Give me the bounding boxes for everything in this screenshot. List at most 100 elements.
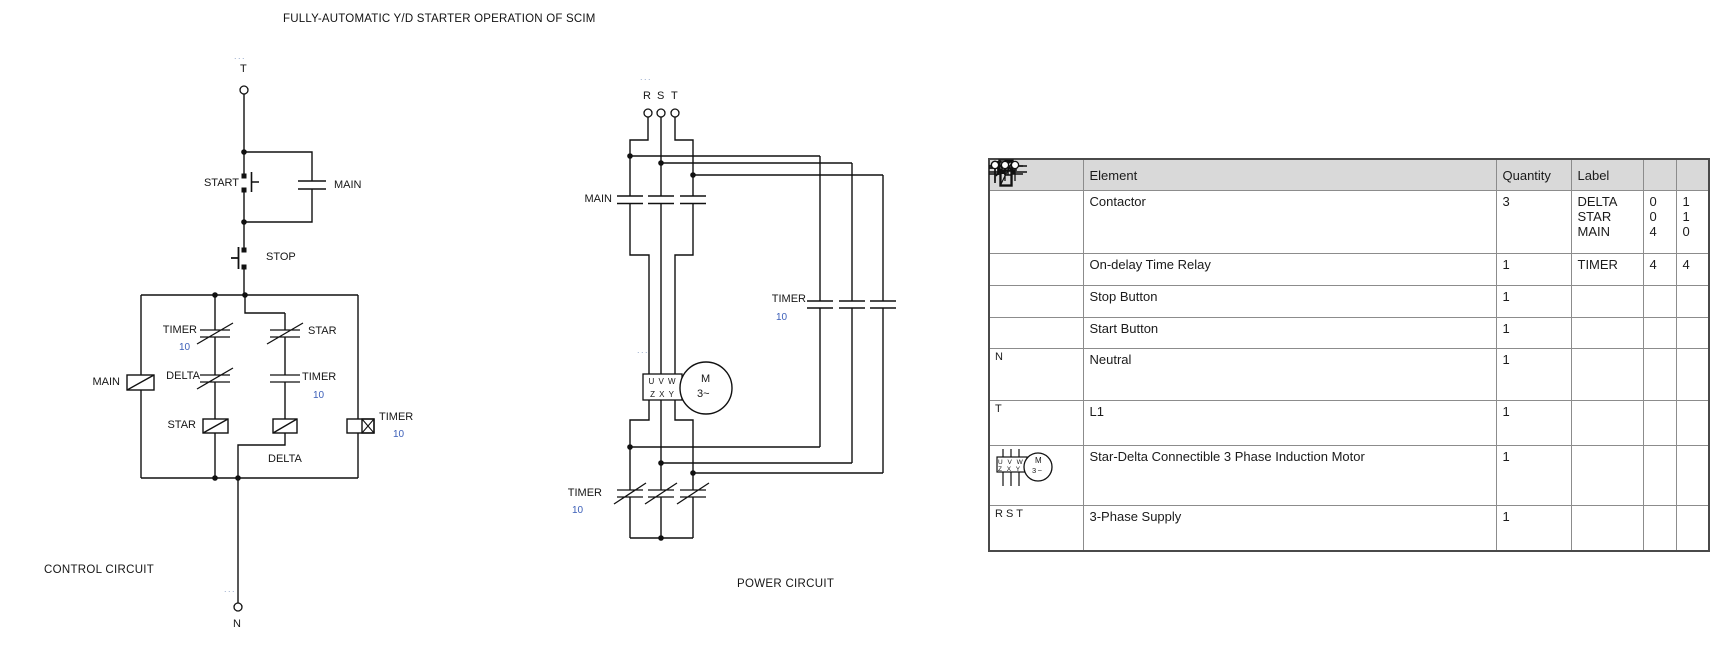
page-title: FULLY-AUTOMATIC Y/D STARTER OPERATION OF… — [283, 13, 596, 25]
no-count-cell — [1642, 445, 1677, 506]
nc-count-cell — [1675, 285, 1710, 318]
l1-terminal-letter: T — [995, 403, 1002, 415]
power-timer-no-label: TIMER — [771, 293, 806, 305]
start-button-label: START — [203, 177, 239, 189]
delta-coil-label: DELTA — [268, 453, 302, 465]
label-cell: TIMER — [1570, 253, 1644, 286]
stop-button-label: STOP — [266, 251, 296, 263]
element-cell: Stop Button — [1082, 285, 1497, 318]
main-no-contact-symbol — [298, 180, 326, 190]
supply-terminal-letters: R S T — [995, 508, 1023, 520]
star-nc-contact-symbol — [266, 322, 304, 345]
delta-nc-label: DELTA — [166, 370, 200, 382]
quantity-cell: 1 — [1495, 505, 1572, 551]
element-column-header: Element — [1082, 158, 1497, 191]
nc-count-cell — [1675, 445, 1710, 506]
label-column-header: Label — [1570, 158, 1644, 191]
terminal-t-symbol — [239, 85, 249, 95]
no-contact-column-header — [989, 158, 1677, 191]
label-cell — [1570, 400, 1644, 446]
table-row: Start Button 1 — [988, 160, 1710, 349]
no-count-cell — [1642, 348, 1677, 401]
stop-button-symbol — [231, 247, 247, 270]
timer-coil-symbol — [346, 418, 375, 434]
main-coil-symbol — [126, 374, 155, 391]
power-circuit-caption: POWER CIRCUIT — [737, 578, 835, 590]
label-cell — [1570, 505, 1644, 551]
label-cell — [1570, 445, 1644, 506]
star-coil-symbol — [202, 418, 229, 434]
quantity-cell: 1 — [1495, 317, 1572, 349]
symbol-cell: U V W Z X Y M 3~ — [988, 445, 1084, 506]
element-cell: Start Button — [1082, 317, 1497, 349]
table-row: Stop Button 1 — [988, 164, 1710, 318]
timer-nc-wire-number: 10 — [179, 342, 191, 353]
motor-terminals-top-label: U V W — [648, 377, 677, 386]
no-count-cell — [1642, 505, 1677, 551]
power-main-contacts-symbol — [617, 195, 706, 205]
symbol-cell — [988, 160, 1084, 349]
motor-icon-drawing — [996, 449, 1053, 486]
elements-legend-table: Element Quantity Label — [988, 158, 1710, 552]
power-circuit-wires — [629, 117, 884, 539]
no-count-cell — [1642, 317, 1677, 349]
power-timer-nc-label: TIMER — [567, 487, 602, 499]
label-cell: DELTA STAR MAIN — [1570, 190, 1644, 254]
label-cell — [1570, 317, 1644, 349]
ellipsis-mark: ... — [637, 345, 650, 355]
timer-no-wire-number: 10 — [313, 390, 325, 401]
table-row: Contactor 3 DELTA STAR MAIN 0 0 4 1 1 0 — [988, 161, 1710, 254]
element-cell: L1 — [1082, 400, 1497, 446]
element-cell: Contactor — [1082, 190, 1497, 254]
no-count-cell: 4 — [1642, 253, 1677, 286]
power-timer-nc-contacts-symbol — [613, 482, 710, 505]
neutral-terminal-letter: N — [995, 351, 1003, 363]
terminal-t-label: T — [240, 63, 247, 75]
terminal-n-label: N — [233, 618, 241, 630]
timer-no-label: TIMER — [302, 371, 337, 383]
motor-icon: U V W Z X Y M 3~ — [994, 448, 1078, 500]
start-button-symbol — [241, 172, 259, 193]
nc-count-cell — [1675, 505, 1710, 551]
nc-count-cell: 1 1 0 — [1675, 190, 1710, 254]
motor-symbol — [642, 361, 733, 415]
element-cell: 3-Phase Supply — [1082, 505, 1497, 551]
quantity-column-header: Quantity — [1495, 158, 1572, 191]
table-header-row: Element Quantity Label — [988, 158, 1710, 191]
control-circuit-caption: CONTROL CIRCUIT — [44, 564, 155, 576]
element-cell: On-delay Time Relay — [1082, 253, 1497, 286]
table-row: On-delay Time Relay 1 TIMER 4 4 — [988, 159, 1710, 286]
label-cell — [1570, 348, 1644, 401]
symbol-cell — [988, 164, 1084, 318]
quantity-cell: 1 — [1495, 285, 1572, 318]
ellipsis-mark: ... — [224, 584, 237, 594]
star-coil-label: STAR — [167, 419, 196, 431]
star-nc-label: STAR — [308, 325, 337, 337]
no-count-cell — [1642, 285, 1677, 318]
supply-terminal-s-label: S — [657, 90, 665, 102]
supply-terminal-r-label: R — [643, 90, 651, 102]
delta-nc-contact-symbol — [196, 367, 234, 390]
motor-phase-label: 3~ — [697, 388, 710, 400]
quantity-cell: 1 — [1495, 253, 1572, 286]
ellipsis-mark: ... — [640, 72, 653, 82]
quantity-cell: 1 — [1495, 348, 1572, 401]
nc-contact-column-header — [989, 158, 1710, 191]
symbol-cell — [988, 161, 1084, 254]
no-count-cell — [1642, 400, 1677, 446]
main-coil-label: MAIN — [92, 376, 121, 388]
nc-count-cell — [1675, 317, 1710, 349]
power-timer-nc-wire-number: 10 — [572, 505, 584, 516]
supply-terminals-symbol — [643, 108, 680, 118]
timer-nc-label: TIMER — [162, 324, 197, 336]
element-cell: Neutral — [1082, 348, 1497, 401]
control-junction-dots — [212, 149, 248, 481]
table-row: N Neutral 1 — [988, 160, 1710, 401]
main-contact-label: MAIN — [334, 179, 362, 191]
terminal-n-symbol — [233, 602, 243, 612]
power-junction-dots — [627, 153, 696, 541]
quantity-cell: 3 — [1495, 190, 1572, 254]
nc-count-cell — [1675, 400, 1710, 446]
timer-coil-wire-number: 10 — [393, 429, 405, 440]
